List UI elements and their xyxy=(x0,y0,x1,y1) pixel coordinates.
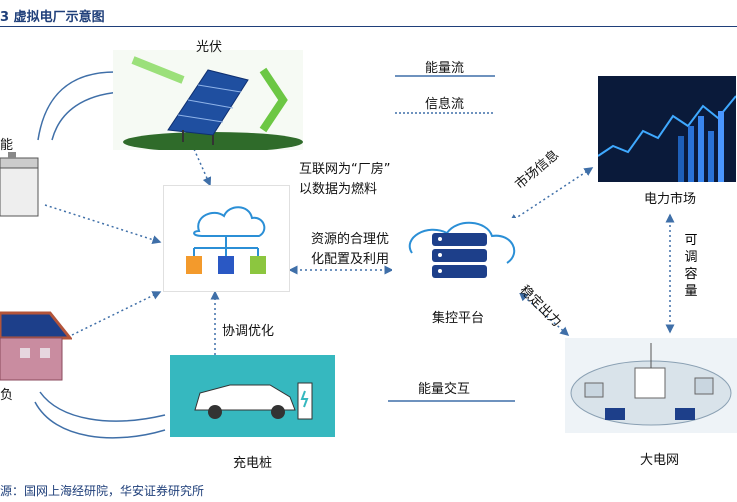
arc-solar-storage xyxy=(37,71,116,141)
figure-title: 3 虚拟电厂示意图 xyxy=(0,10,105,25)
platform-server-image xyxy=(392,218,525,293)
label-platform: 集控平台 xyxy=(432,311,485,326)
arc-load-charging-2 xyxy=(34,401,166,439)
flow-platform-grid xyxy=(518,292,570,336)
annotation-adjustable-capacity: 可调容量 xyxy=(684,233,698,299)
label-coordinate: 协调优化 xyxy=(222,324,275,339)
annotation-resources-1: 资源的合理优 xyxy=(311,232,390,247)
charging-station-image xyxy=(170,355,335,437)
annotation-energy-exchange: 能量交互 xyxy=(418,382,471,397)
solar-panel-image xyxy=(113,50,303,152)
label-charging: 充电桩 xyxy=(233,456,273,471)
arc-load-charging xyxy=(39,391,166,422)
cloud-node xyxy=(163,185,290,292)
label-market: 电力市场 xyxy=(644,192,697,207)
grid-image xyxy=(565,338,737,433)
annotation-internet-1: 互联网为“厂房” xyxy=(299,162,391,177)
source-note: 源：国网上海经研院，华安证券研究所 xyxy=(0,484,205,498)
flow-platform-market xyxy=(508,167,594,223)
annotation-internet-2: 以数据为燃料 xyxy=(299,182,378,197)
annotation-resources-2: 化配置及利用 xyxy=(311,252,390,267)
flow-storage-cloud xyxy=(44,204,162,244)
load-house-image xyxy=(0,293,74,383)
flow-load-cloud xyxy=(71,291,162,336)
legend-info-label: 信息流 xyxy=(425,97,465,112)
title-rule xyxy=(0,26,737,27)
legend-energy-label: 能量流 xyxy=(425,61,465,76)
label-solar: 光伏 xyxy=(196,40,223,55)
label-load: 负 xyxy=(0,388,14,403)
arc-solar-storage-2 xyxy=(51,91,121,141)
label-storage: 能 xyxy=(0,138,14,153)
storage-image xyxy=(0,150,42,220)
flow-solar-cloud xyxy=(189,139,212,187)
label-grid: 大电网 xyxy=(640,453,680,468)
market-image xyxy=(597,76,737,182)
